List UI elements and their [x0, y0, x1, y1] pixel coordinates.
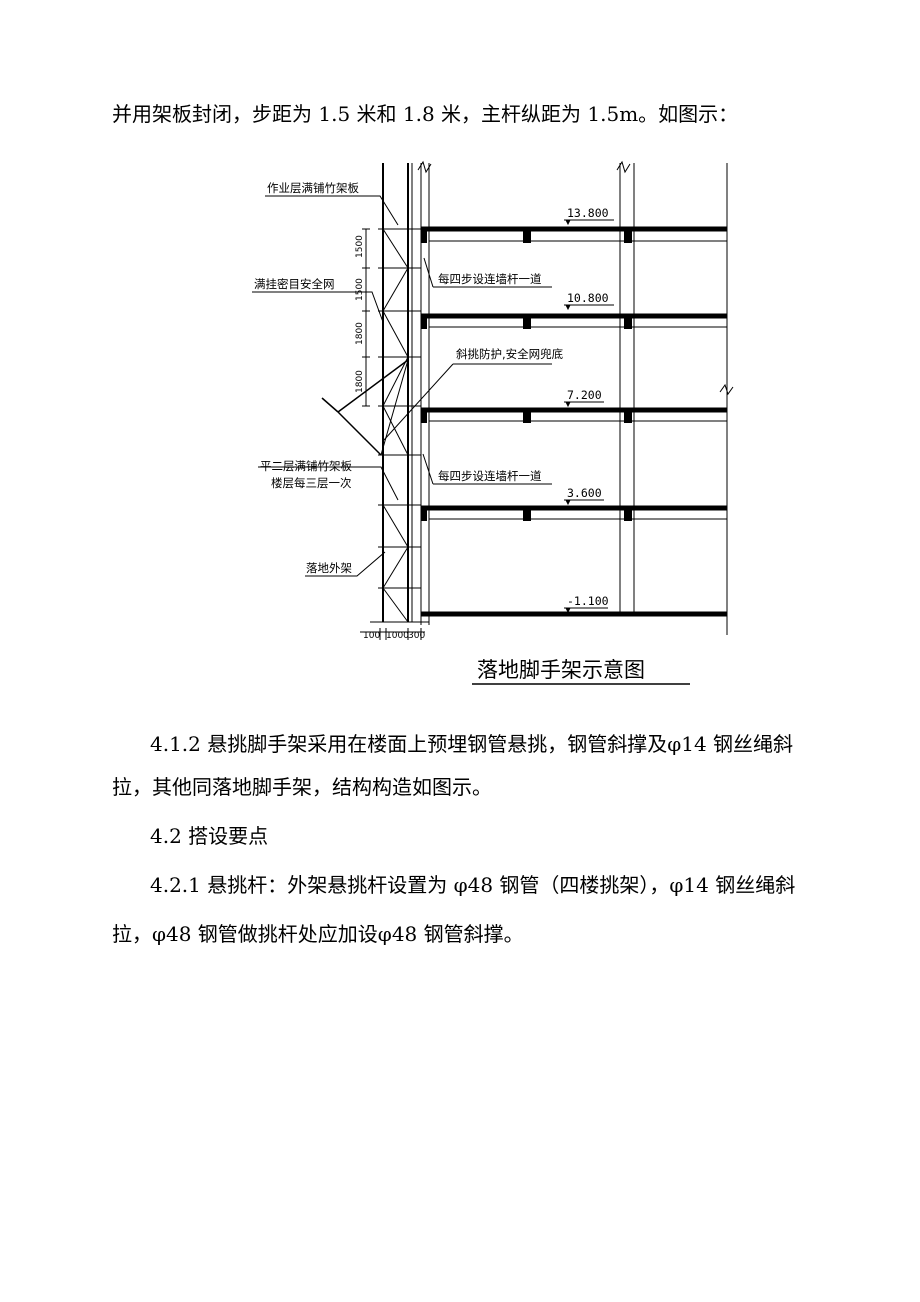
section-4-1-2-line1: 4.1.2 悬挑脚手架采用在楼面上预埋钢管悬挑，钢管斜撑及φ14 钢丝绳斜: [150, 732, 794, 756]
label-safety-net: 满挂密目安全网: [254, 277, 335, 291]
dimension-label: 1500: [355, 235, 365, 258]
section-4-1-2-line2: 拉，其他同落地脚手架，结构构造如图示。: [112, 775, 492, 799]
section-4-2-1-line2: 拉，φ48 钢管做挑杆处应加设φ48 钢管斜撑。: [112, 922, 524, 946]
section-4-2-1-line1: 4.2.1 悬挑杆：外架悬挑杆设置为 φ48 钢管（四楼挑架），φ14 钢丝绳斜: [150, 873, 796, 897]
dimension-label: 1000: [386, 631, 409, 641]
dimension-label: 1500: [355, 278, 365, 301]
figure-caption: 落地脚手架示意图: [477, 658, 645, 682]
elevation-label: 10.800: [567, 291, 609, 305]
label-cantilever-guard: 斜挑防护,安全网兜底: [456, 347, 564, 361]
elevation-label: 3.600: [567, 486, 602, 500]
label-ground-frame: 落地外架: [306, 561, 352, 575]
label-work-layer: 作业层满铺竹架板: [267, 181, 359, 195]
elevation-label: 13.800: [567, 206, 609, 220]
label-tie-rod-upper: 每四步设连墙杆一道: [438, 272, 542, 286]
label-flat-floor-line1: 平二层满铺竹架板: [260, 459, 352, 473]
elevation-label: -1.100: [567, 594, 609, 608]
label-flat-floor-line2: 楼层每三层一次: [271, 476, 352, 490]
section-4-2-heading: 4.2 搭设要点: [150, 824, 269, 848]
label-tie-rod-lower: 每四步设连墙杆一道: [438, 469, 542, 483]
dimension-label: 1800: [355, 370, 365, 393]
dimension-label: 1800: [355, 322, 365, 345]
intro-paragraph: 并用架板封闭，步距为 1.5 米和 1.8 米，主杆纵距为 1.5m。如图示：: [112, 102, 739, 126]
dimension-label: 300: [408, 631, 425, 641]
elevation-label: 7.200: [567, 388, 602, 402]
dimension-label: 100: [363, 631, 380, 641]
